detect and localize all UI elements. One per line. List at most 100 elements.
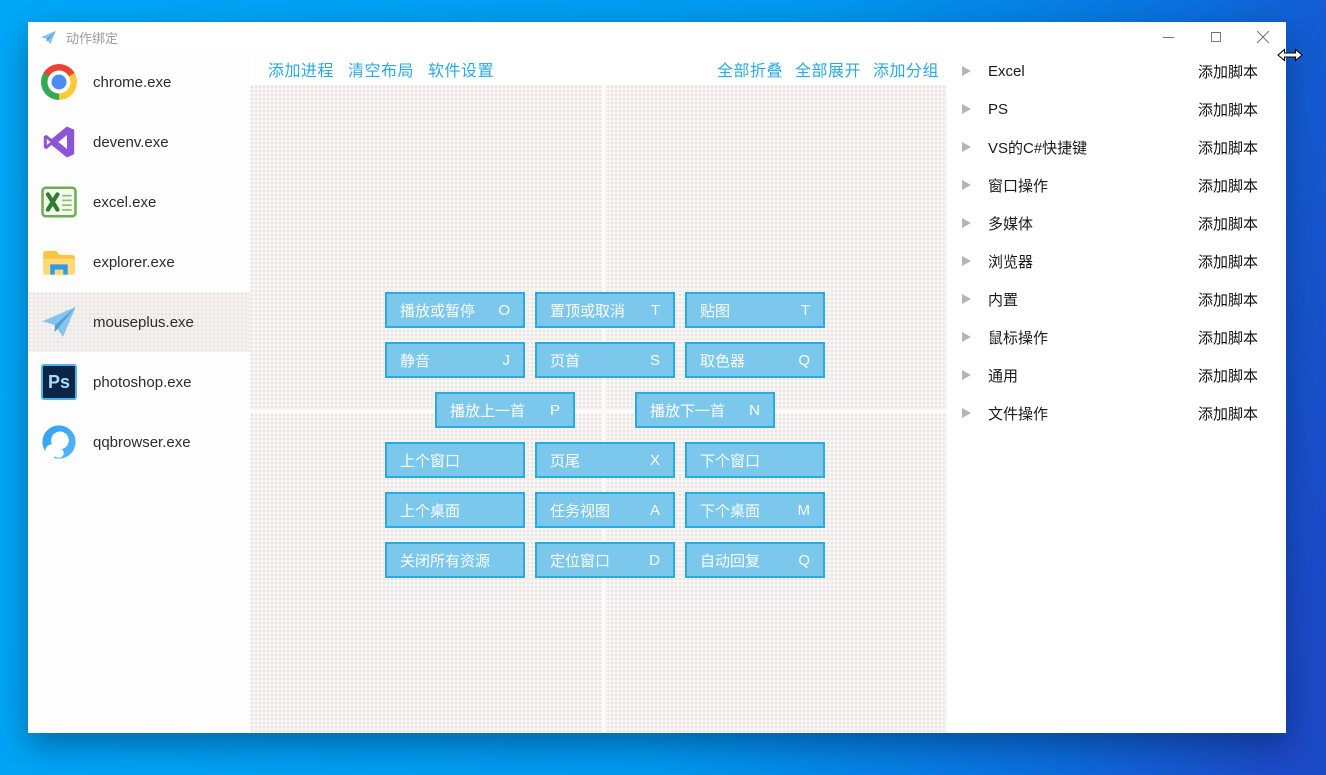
add-script-button[interactable]: 添加脚本 — [1197, 367, 1258, 385]
group-label: 内置 — [988, 291, 1019, 309]
action-label: 页首 — [550, 352, 581, 370]
chrome-icon — [40, 63, 78, 101]
ps-badge: Ps — [41, 364, 77, 400]
action-hotkey: S — [649, 351, 660, 369]
add-script-button[interactable]: 添加脚本 — [1197, 101, 1258, 119]
process-label: photoshop.exe — [93, 373, 192, 391]
expand-all-link[interactable]: 全部展开 — [794, 62, 861, 80]
expand-icon[interactable] — [962, 370, 971, 380]
group-label: Excel — [988, 62, 1025, 80]
clear-layout-link[interactable]: 清空布局 — [348, 62, 415, 80]
maximize-button[interactable] — [1192, 22, 1239, 52]
expand-icon[interactable] — [962, 104, 971, 114]
expand-icon[interactable] — [962, 218, 971, 228]
action-button[interactable]: 定位窗口 D — [535, 542, 675, 578]
excel-icon — [40, 183, 78, 221]
sidebar-item-explorer[interactable]: explorer.exe — [28, 232, 250, 292]
sidebar-item-devenv[interactable]: devenv.exe — [28, 112, 250, 172]
group-row-file-ops[interactable]: 文件操作添加脚本 — [947, 394, 1286, 432]
add-script-button[interactable]: 添加脚本 — [1197, 139, 1258, 157]
expand-icon[interactable] — [962, 332, 971, 342]
expand-icon[interactable] — [962, 66, 971, 76]
photoshop-icon: Ps — [40, 363, 78, 401]
paper-plane-icon — [40, 303, 78, 341]
window-title: 动作绑定 — [66, 30, 119, 46]
window-controls — [1145, 22, 1286, 52]
action-hotkey: Q — [798, 551, 810, 569]
close-button[interactable] — [1239, 22, 1286, 52]
add-process-link[interactable]: 添加进程 — [268, 62, 335, 80]
expand-icon[interactable] — [962, 408, 971, 418]
minimize-icon — [1163, 36, 1174, 38]
folder-icon — [40, 243, 78, 281]
action-button[interactable]: 取色器 Q — [685, 342, 825, 378]
group-row-ps[interactable]: PS 添加脚本 — [947, 90, 1286, 128]
expand-icon[interactable] — [962, 180, 971, 190]
action-label: 下个窗口 — [700, 452, 761, 470]
action-hotkey: D — [649, 551, 660, 569]
minimize-button[interactable] — [1145, 22, 1192, 52]
group-row-vs-shortcuts[interactable]: VS的C#快捷键 添加脚本 — [947, 128, 1286, 166]
process-label: chrome.exe — [93, 73, 172, 91]
action-button[interactable]: 下个窗口 — [685, 442, 825, 478]
action-hotkey: M — [797, 501, 811, 519]
action-button[interactable]: 页首 S — [535, 342, 675, 378]
add-script-button[interactable]: 添加脚本 — [1197, 63, 1258, 81]
action-hotkey: T — [650, 301, 660, 319]
action-button[interactable]: 上个桌面 — [385, 492, 525, 528]
action-label: 贴图 — [700, 302, 731, 320]
process-label: excel.exe — [93, 193, 157, 211]
action-hotkey: Q — [798, 351, 810, 369]
action-label: 任务视图 — [550, 502, 611, 520]
add-script-button[interactable]: 添加脚本 — [1197, 291, 1258, 309]
group-label: 窗口操作 — [988, 177, 1049, 195]
group-row-general[interactable]: 通用 添加脚本 — [947, 356, 1286, 394]
collapse-all-link[interactable]: 全部折叠 — [716, 62, 783, 80]
group-row-mouse-ops[interactable]: 鼠标操作 添加脚本 — [947, 318, 1286, 356]
action-button[interactable]: 关闭所有资源 — [385, 542, 525, 578]
action-label: 播放或暂停 — [400, 302, 476, 320]
toolbar: 添加进程 清空布局 软件设置 全部折叠 全部展开 添加分组 — [250, 52, 947, 85]
group-label: VS的C#快捷键 — [988, 139, 1088, 157]
add-script-button[interactable]: 添加脚本 — [1197, 329, 1258, 347]
expand-icon[interactable] — [962, 294, 971, 304]
add-script-button[interactable]: 添加脚本 — [1197, 215, 1258, 233]
software-settings-link[interactable]: 软件设置 — [428, 62, 495, 80]
sidebar-item-qqbrowser[interactable]: qqbrowser.exe — [28, 412, 250, 472]
sidebar-item-chrome[interactable]: chrome.exe — [28, 52, 250, 112]
group-row-browser[interactable]: 浏览器添加脚本 — [947, 242, 1286, 280]
expand-icon[interactable] — [962, 142, 971, 152]
group-row-excel[interactable]: Excel 添加脚本 — [947, 52, 1286, 90]
action-button[interactable]: 任务视图 A — [535, 492, 675, 528]
action-hotkey: A — [649, 501, 660, 519]
group-label: 通用 — [988, 367, 1019, 385]
sidebar-item-excel[interactable]: excel.exe — [28, 172, 250, 232]
expand-icon[interactable] — [962, 256, 971, 266]
sidebar-item-photoshop[interactable]: Ps photoshop.exe — [28, 352, 250, 412]
group-row-window-ops[interactable]: 窗口操作 添加脚本 — [947, 166, 1286, 204]
action-label: 取色器 — [700, 352, 746, 370]
action-button[interactable]: 上个窗口 — [385, 442, 525, 478]
group-label: PS — [988, 100, 1009, 118]
sidebar-item-mouseplus[interactable]: mouseplus.exe — [28, 292, 250, 352]
add-group-link[interactable]: 添加分组 — [872, 62, 939, 80]
group-label: 鼠标操作 — [988, 329, 1049, 347]
add-script-button[interactable]: 添加脚本 — [1197, 177, 1258, 195]
group-row-builtin[interactable]: 内置 添加脚本 — [947, 280, 1286, 318]
toolbar-left: 添加进程 清空布局 软件设置 — [268, 57, 494, 81]
group-row-multimedia[interactable]: 多媒体添加脚本 — [947, 204, 1286, 242]
action-label: 定位窗口 — [550, 552, 611, 570]
add-script-button[interactable]: 添加脚本 — [1197, 405, 1258, 423]
visual-studio-icon — [40, 123, 78, 161]
add-script-button[interactable]: 添加脚本 — [1197, 253, 1258, 271]
